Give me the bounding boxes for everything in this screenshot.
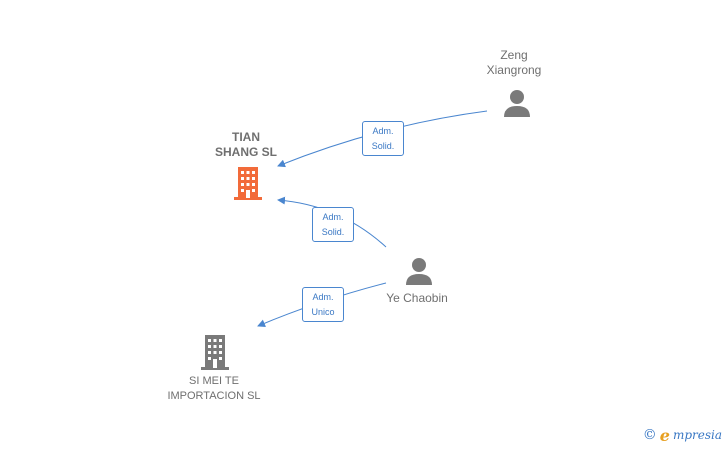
edge-label-ye-tian: Adm. Solid. — [312, 207, 354, 242]
building-icon[interactable] — [199, 334, 231, 370]
company-name-tian[interactable]: TIAN SHANG SL — [214, 130, 277, 159]
copyright-symbol: © — [642, 427, 657, 443]
person-icon[interactable] — [502, 88, 532, 118]
company-name-simei[interactable]: SI MEI TE IMPORTACION SL — [167, 375, 261, 402]
edge-label-zeng-tian: Adm. Solid. — [362, 121, 404, 156]
person-name-zeng[interactable]: Zeng Xiangrong — [486, 48, 542, 77]
edge-label-ye-simei: Adm. Unico — [302, 287, 344, 322]
brand-name: mpresia — [672, 428, 722, 442]
person-icon[interactable] — [404, 256, 434, 286]
brand-initial: e — [659, 425, 670, 445]
building-icon[interactable] — [232, 166, 264, 200]
person-name-ye[interactable]: Ye Chaobin — [386, 291, 448, 305]
